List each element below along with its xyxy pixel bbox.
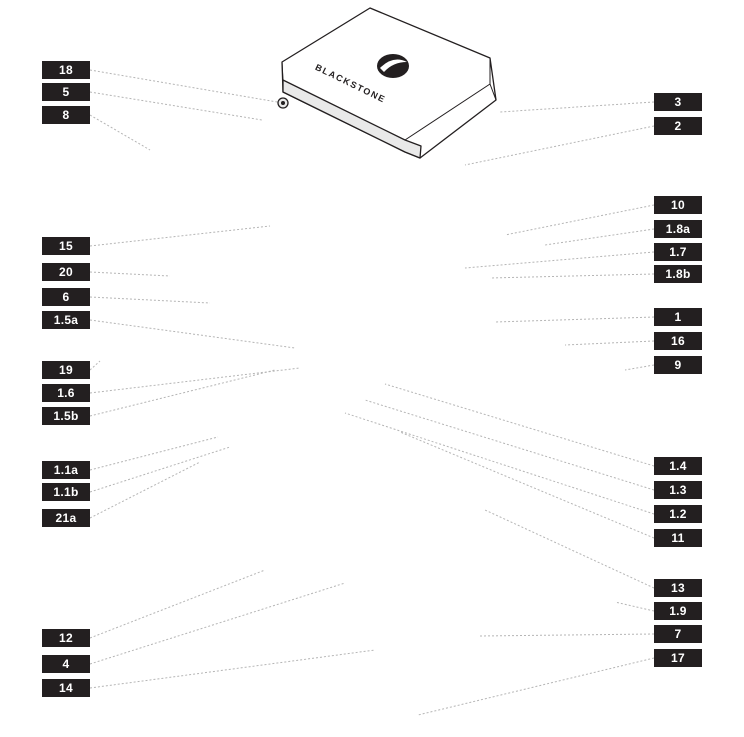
callout-14: 14 [42, 679, 90, 697]
callout-18: 18 [42, 61, 90, 79]
part-3-hood-lid [277, 7, 497, 159]
callout-21a: 21a [42, 509, 90, 527]
callout-3: 3 [654, 93, 702, 111]
callout-6: 6 [42, 288, 90, 306]
callout-13: 13 [654, 579, 702, 597]
callout-12: 12 [42, 629, 90, 647]
callout-20: 20 [42, 263, 90, 281]
callout-1-4: 1.4 [654, 457, 702, 475]
callout-7: 7 [654, 625, 702, 643]
callout-1: 1 [654, 308, 702, 326]
callout-16: 16 [654, 332, 702, 350]
callout-1-8a: 1.8a [654, 220, 702, 238]
callout-1-7: 1.7 [654, 243, 702, 261]
callout-1-5b: 1.5b [42, 407, 90, 425]
callout-1-1a: 1.1a [42, 461, 90, 479]
callout-19: 19 [42, 361, 90, 379]
callout-8: 8 [42, 106, 90, 124]
callout-1-9: 1.9 [654, 602, 702, 620]
callout-1-1b: 1.1b [42, 483, 90, 501]
callout-1-2: 1.2 [654, 505, 702, 523]
callout-9: 9 [654, 356, 702, 374]
leader-lines [89, 69, 655, 716]
callout-10: 10 [654, 196, 702, 214]
callout-4: 4 [42, 655, 90, 673]
callout-1-3: 1.3 [654, 481, 702, 499]
callout-5: 5 [42, 83, 90, 101]
callout-1-6: 1.6 [42, 384, 90, 402]
callout-1-8b: 1.8b [654, 265, 702, 283]
callout-2: 2 [654, 117, 702, 135]
callout-11: 11 [654, 529, 702, 547]
callout-1-5a: 1.5a [42, 311, 90, 329]
callout-17: 17 [654, 649, 702, 667]
callout-15: 15 [42, 237, 90, 255]
